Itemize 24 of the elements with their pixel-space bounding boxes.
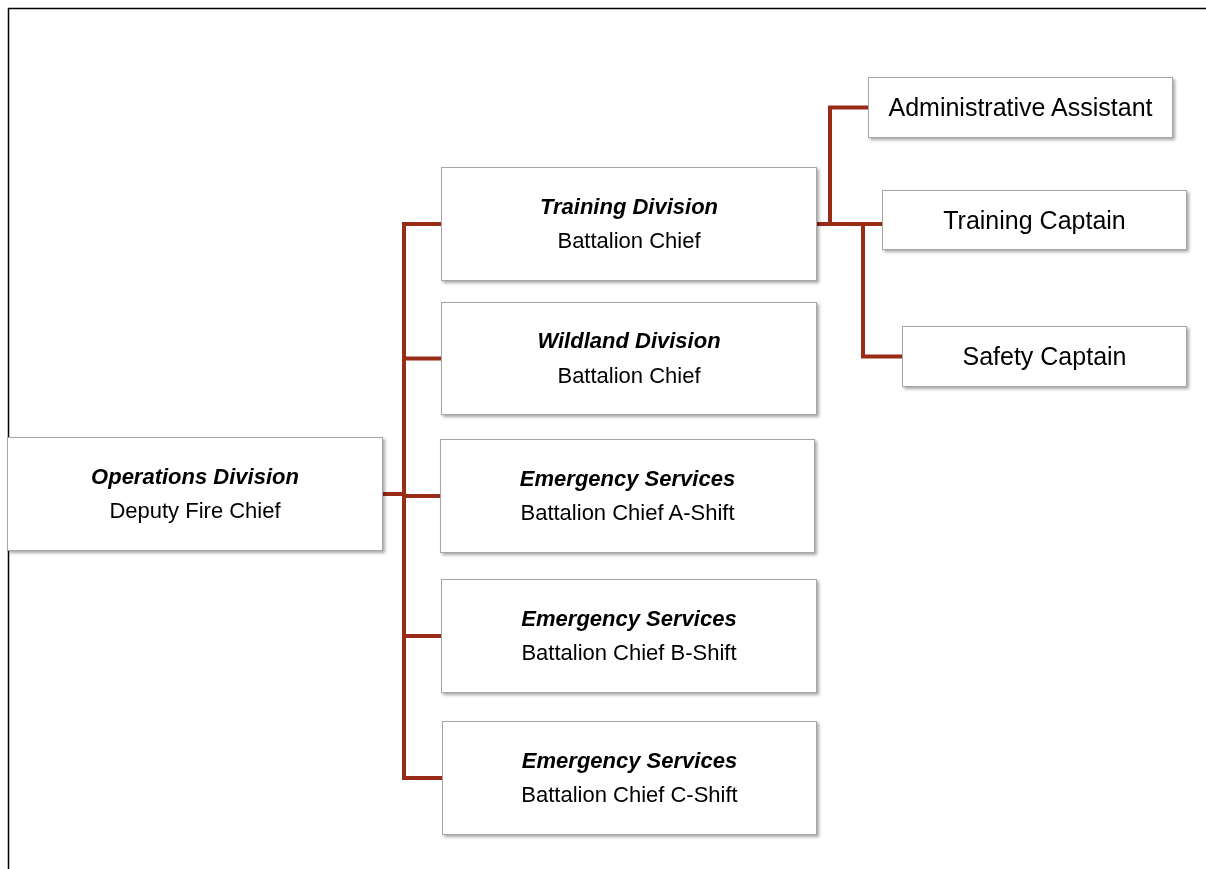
- position-title: Battalion Chief: [557, 228, 701, 255]
- position-box: [441, 167, 817, 281]
- position-box: [902, 326, 1187, 387]
- position-title: Administrative Assistant: [888, 93, 1153, 122]
- division-title: Wildland Division: [537, 328, 721, 355]
- division-title: Emergency Services: [521, 747, 738, 774]
- division-title: Emergency Services: [521, 605, 737, 632]
- position-box: [868, 77, 1173, 138]
- division-title: Operations Division: [91, 463, 299, 490]
- division-title: Emergency Services: [519, 465, 736, 492]
- position-title: Battalion Chief A-Shift: [520, 500, 735, 527]
- position-title: Training Captain: [943, 205, 1126, 235]
- division-title: Training Division: [539, 193, 719, 220]
- position-title: Safety Captain: [962, 342, 1127, 371]
- position-box: [442, 721, 817, 835]
- position-box: [440, 439, 815, 553]
- position-title: Battalion Chief C-Shift: [521, 782, 738, 809]
- position-title: Deputy Fire Chief: [109, 498, 281, 525]
- position-box: [7, 437, 383, 551]
- position-box: [441, 579, 817, 693]
- position-title: Battalion Chief B-Shift: [521, 640, 737, 667]
- position-box: [441, 302, 817, 415]
- position-box: [882, 190, 1187, 250]
- position-title: Battalion Chief: [557, 362, 701, 389]
